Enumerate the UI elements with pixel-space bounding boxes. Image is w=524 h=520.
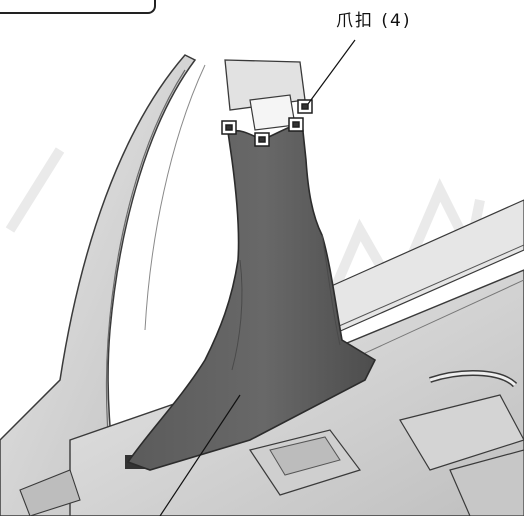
pillar-trim-panel	[126, 120, 377, 471]
clip-markers	[221, 99, 313, 147]
leader-lines	[159, 39, 356, 517]
clip-3	[288, 117, 304, 132]
panel-leader-line	[159, 394, 241, 517]
clip-1	[221, 120, 237, 135]
upper-pillar	[224, 59, 306, 131]
clip-2	[254, 132, 270, 147]
clip-leader-line	[307, 39, 356, 105]
corner-frame	[0, 0, 156, 14]
clip-callout-label: 爪扣 (4)	[336, 11, 412, 31]
